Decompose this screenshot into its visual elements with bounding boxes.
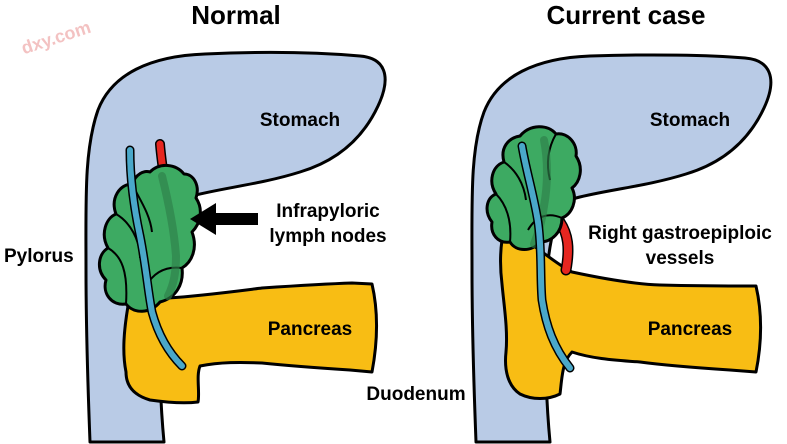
label-pancreas-current: Pancreas <box>648 319 733 340</box>
vessel-through-nodes <box>158 172 181 300</box>
label-infrapyloric-line2: lymph nodes <box>269 226 386 247</box>
label-stomach-current: Stomach <box>650 110 730 131</box>
panel-current: Current case Stomach Right gastroepiploi… <box>366 0 773 444</box>
node-seam-5 <box>503 161 527 201</box>
label-vessels-line2: vessels <box>646 248 715 269</box>
watermark: dxy.com <box>19 17 93 58</box>
panel-title-normal: Normal <box>191 0 281 30</box>
label-pancreas-normal: Pancreas <box>268 319 353 340</box>
blue-vessel-normal <box>127 147 185 369</box>
label-infrapyloric-line1: Infrapyloric <box>276 201 380 222</box>
label-duodenum: Duodenum <box>366 384 465 405</box>
blue-vessel-current <box>519 143 573 371</box>
arrow-icon <box>190 203 258 235</box>
pancreas-normal <box>122 281 378 405</box>
label-vessels-line1: Right gastroepiploic <box>588 223 772 244</box>
node-seam-3 <box>107 247 128 305</box>
panel-title-current: Current case <box>547 0 706 30</box>
label-stomach-normal: Stomach <box>260 110 340 131</box>
label-pylorus: Pylorus <box>4 246 74 267</box>
node-seam-6 <box>495 193 512 243</box>
panel-normal: Normal Stomach Infrapyloric lymph nodes … <box>4 0 387 444</box>
